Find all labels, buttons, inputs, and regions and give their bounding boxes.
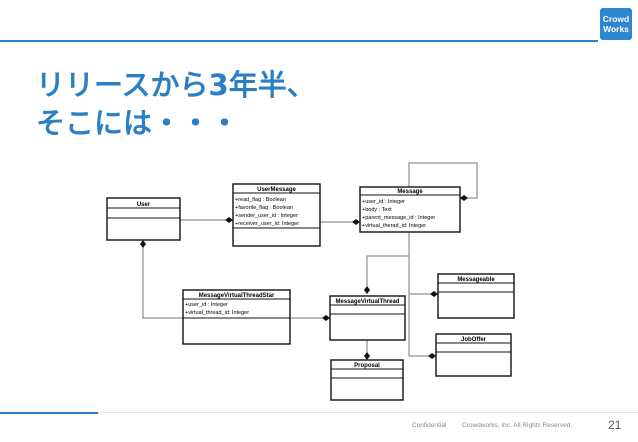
class-message-virtual-thread: MessageVirtualThread — [329, 295, 406, 341]
assoc-message-self — [408, 162, 478, 199]
user-message-attr-3: +sender_user_id : Integer — [235, 213, 298, 219]
message-attr-3: +parent_message_id : Integer — [362, 215, 435, 221]
diamond-proposal — [364, 352, 370, 360]
class-thread-name: MessageVirtualThread — [336, 299, 400, 305]
diamond-thread-top — [364, 286, 370, 294]
crowdworks-logo: Crowd Works — [600, 8, 632, 40]
class-proposal: Proposal — [330, 359, 404, 401]
class-star-name: MessageVirtualThreadStar — [199, 293, 275, 299]
diamond-joboffer — [428, 353, 436, 359]
class-user-message: UserMessage +read_flag : Boolean +favori… — [232, 183, 321, 247]
class-message: Message +user_id : Integer +body : Text … — [359, 186, 461, 233]
logo-line-2: Works — [603, 24, 629, 34]
class-job-offer-name: JobOffer — [461, 337, 487, 343]
class-user-message-name: UserMessage — [257, 187, 296, 193]
class-proposal-name: Proposal — [354, 363, 380, 369]
class-messageable: Messageable — [437, 273, 515, 319]
slide-title-line-1: リリースから3年半、 — [36, 68, 316, 102]
message-attr-2: +body : Text — [362, 207, 392, 213]
user-message-attr-1: +read_flag : Boolean — [235, 197, 286, 203]
user-message-attr-2: +favorite_flag : Boolean — [235, 205, 293, 211]
message-attr-1: +user_id : Integer — [362, 199, 405, 205]
assoc-message-thread — [366, 255, 409, 294]
footer-copyright: Crowdworks, Inc. All Rights Reserved. — [462, 422, 573, 429]
assoc-user-star — [142, 240, 183, 319]
page-number: 21 — [608, 418, 622, 432]
header-rule — [0, 40, 598, 42]
diamond-user-bottom — [140, 240, 146, 248]
star-attr-2: +virtual_thread_id: Integer — [185, 310, 249, 316]
star-attr-1: +user_id : Integer — [185, 302, 228, 308]
slide-title-line-2: そこには・・・ — [36, 106, 240, 140]
diamond-usermessage — [225, 217, 233, 223]
class-user: User — [106, 197, 181, 241]
footer-rule-accent — [0, 412, 98, 414]
message-attr-4: +virtual_therad_id: Integer — [362, 223, 426, 229]
diamond-message-self — [460, 195, 468, 201]
diamond-thread-left — [322, 315, 330, 321]
class-user-name: User — [137, 202, 151, 208]
footer-confidential: Confidential — [412, 422, 447, 429]
footer-rule — [98, 412, 638, 413]
class-job-offer: JobOffer — [435, 333, 512, 377]
assoc-message-joboffer — [408, 232, 436, 357]
class-message-virtual-thread-star: MessageVirtualThreadStar +user_id : Inte… — [182, 289, 291, 345]
diamond-messageable — [430, 291, 438, 297]
class-messageable-name: Messageable — [457, 277, 495, 283]
slide-title: リリースから3年半、 そこには・・・ — [36, 66, 316, 142]
logo-line-1: Crowd — [602, 14, 630, 24]
class-message-name: Message — [397, 189, 423, 195]
diamond-message-left — [352, 219, 360, 225]
user-message-attr-4: +receiver_user_id: Integer — [235, 221, 299, 227]
